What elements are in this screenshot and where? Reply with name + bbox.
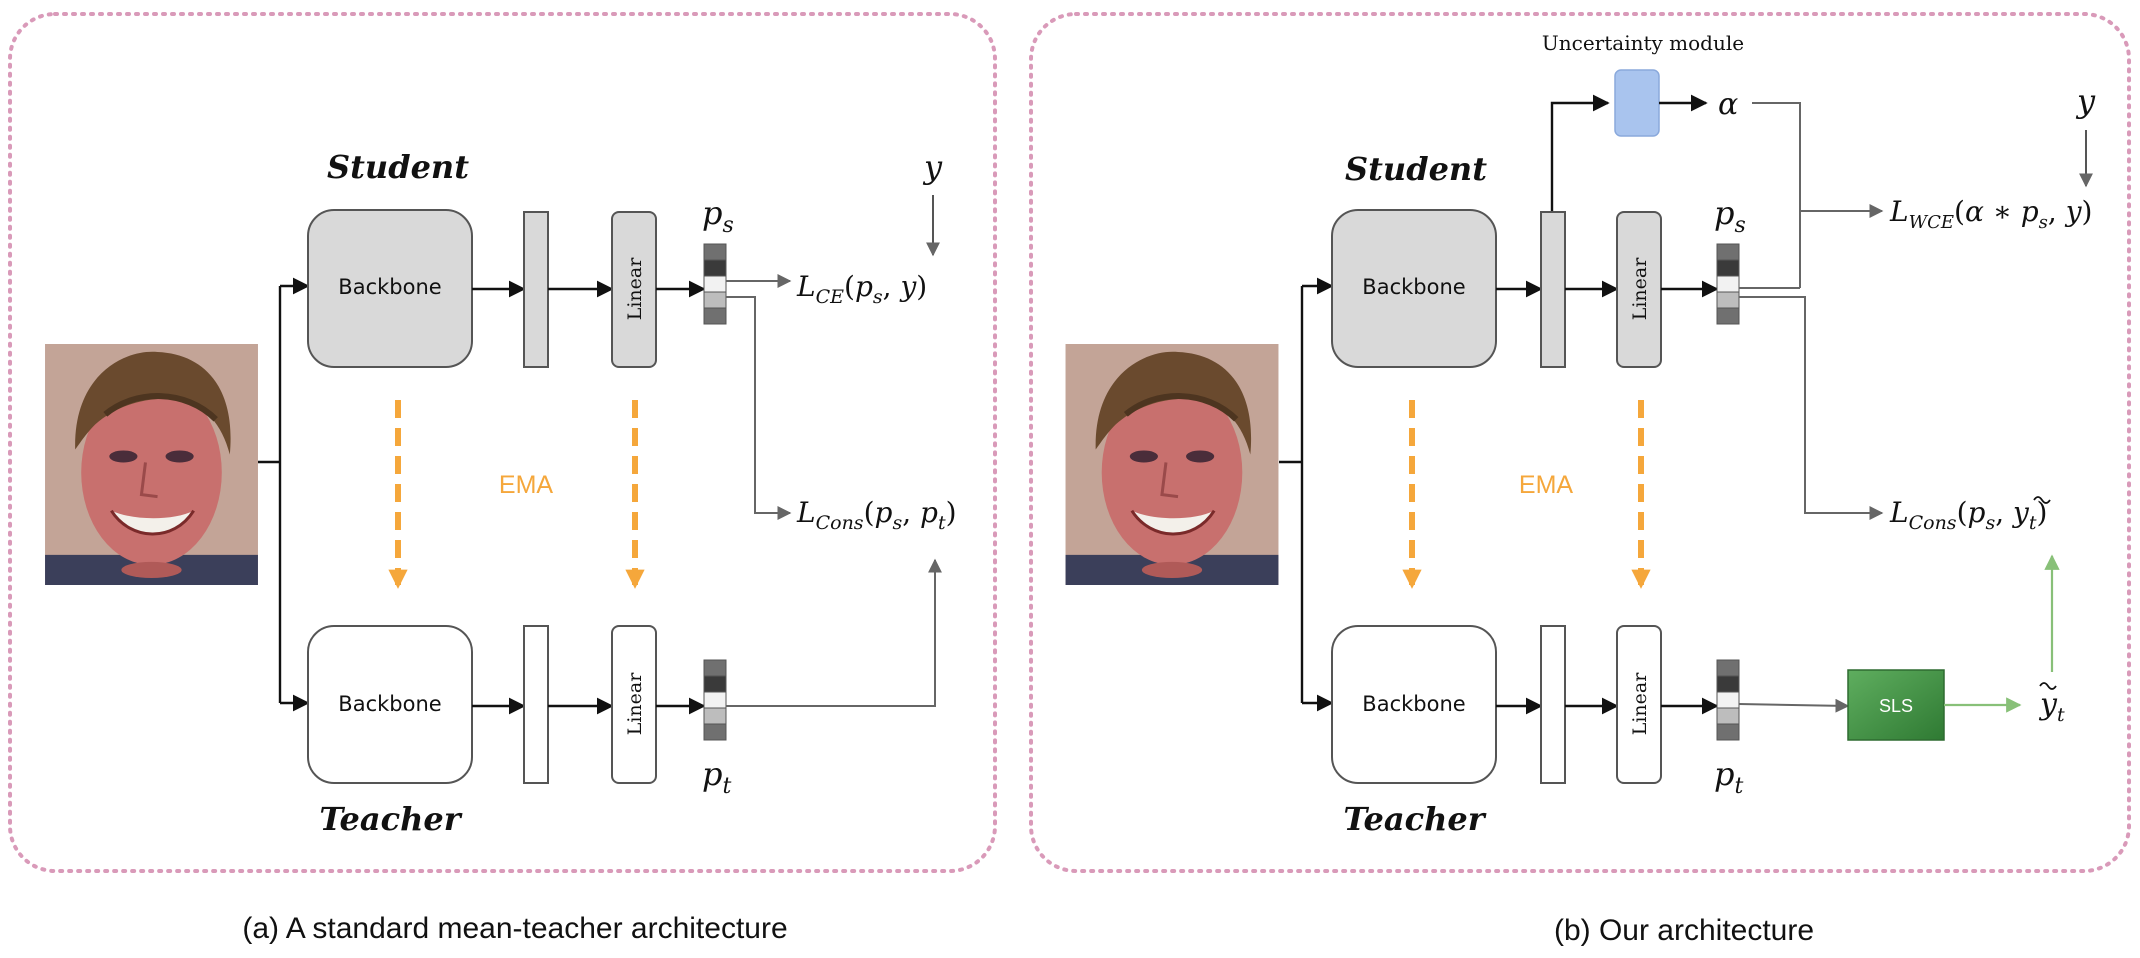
face-image-a <box>45 344 258 585</box>
uncertainty-module <box>1614 69 1660 137</box>
student-label: Student <box>327 148 469 186</box>
ps-vector <box>703 243 727 325</box>
teacher-backbone <box>307 625 473 784</box>
yt-label: yt <box>2038 687 2065 726</box>
ema-label: EMA <box>499 471 554 499</box>
pt-label: pt <box>702 755 731 799</box>
pt-label-b: pt <box>1714 755 1743 799</box>
pt-vector <box>703 659 727 741</box>
alpha-label: α <box>1718 87 1738 122</box>
panel-b: Uncertainty module α Student Backbone Li… <box>1029 12 2131 947</box>
panel-b-border <box>1029 12 2131 873</box>
teacher-backbone-b <box>1331 625 1497 784</box>
face-image-b <box>1066 344 1279 585</box>
panel-a: Student Backbone Linear ps y LCE(ps, y) … <box>8 12 997 945</box>
loss-ce: LCE(ps, y) <box>796 270 927 308</box>
panel-a-border <box>8 12 997 873</box>
sls-label: SLS <box>1879 696 1913 716</box>
sls-module <box>1847 669 1945 741</box>
teacher-feature-bar-b <box>1540 625 1566 784</box>
loss-cons-b: LCons(ps, yt) <box>1889 496 2047 534</box>
student-label-b: Student <box>1345 150 1487 188</box>
teacher-backbone-label: Backbone <box>338 692 441 716</box>
input-split-b <box>1279 277 1334 712</box>
student-backbone-label-b: Backbone <box>1362 275 1465 299</box>
tilde-cons <box>2033 496 2051 504</box>
student-feature-bar <box>523 211 549 368</box>
student-linear-label: Linear <box>624 257 646 321</box>
teacher-linear <box>611 625 657 784</box>
teacher-feature-bar <box>523 625 549 784</box>
pt-vector-b <box>1716 659 1740 741</box>
teacher-linear-b <box>1616 625 1662 784</box>
loss-cons: LCons(ps, pt) <box>796 496 957 534</box>
ps-label-b: ps <box>1714 194 1746 238</box>
input-split-a <box>258 277 310 712</box>
teacher-linear-label: Linear <box>624 672 646 736</box>
caption-a: (a) A standard mean-teacher architecture <box>242 912 787 945</box>
y-label: y <box>922 148 943 186</box>
tilde-yt <box>2039 682 2057 690</box>
ema-label-b: EMA <box>1519 471 1574 499</box>
teacher-label-b: Teacher <box>1343 800 1486 838</box>
teacher-linear-label-b: Linear <box>1629 672 1651 736</box>
teacher-label: Teacher <box>319 800 462 838</box>
teacher-backbone-label-b: Backbone <box>1362 692 1465 716</box>
y-label-b: y <box>2075 82 2096 120</box>
ps-label: ps <box>702 194 734 238</box>
caption-b: (b) Our architecture <box>1554 914 1814 947</box>
loss-wce: LWCE(α ∗ ps, y) <box>1889 195 2092 233</box>
uncertainty-label: Uncertainty module <box>1542 31 1744 55</box>
student-linear-label-b: Linear <box>1629 257 1651 321</box>
student-feature-bar-b <box>1540 211 1566 368</box>
ps-vector-b <box>1716 243 1740 325</box>
student-backbone-label: Backbone <box>338 275 441 299</box>
